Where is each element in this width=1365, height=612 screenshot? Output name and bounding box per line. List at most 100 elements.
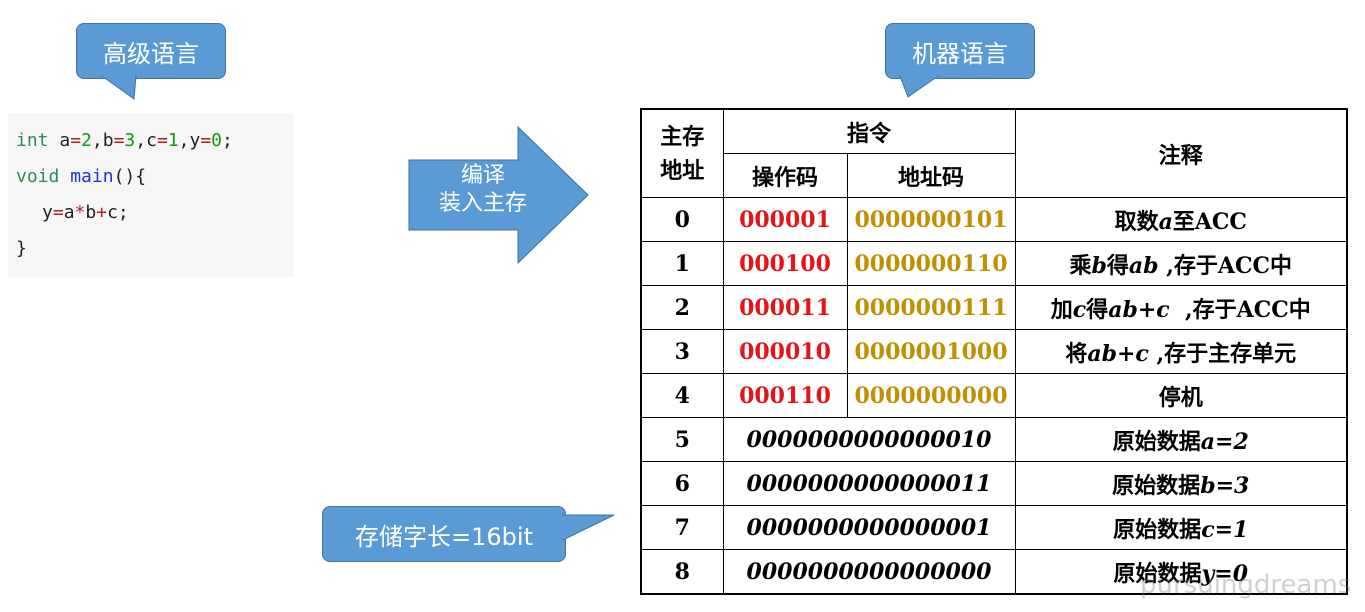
note-cell: 停机 xyxy=(1014,373,1348,418)
high-level-language-callout: 高级语言 xyxy=(76,23,226,79)
note-text: 原始数据 xyxy=(1112,428,1201,455)
header-instruction: 指令 xyxy=(722,108,1016,154)
address-code-cell: 0000000111 xyxy=(846,285,1016,330)
note-text: a=2 xyxy=(1200,428,1249,455)
high-level-language-label: 高级语言 xyxy=(103,39,199,68)
machine-language-label: 机器语言 xyxy=(912,39,1008,68)
code-token: a xyxy=(63,202,75,223)
note-text: y=0 xyxy=(1201,560,1249,587)
machine-language-callout: 机器语言 xyxy=(885,23,1035,79)
table-subheader-row: 操作码 地址码 xyxy=(641,153,1347,198)
note-text: c=1 xyxy=(1201,516,1249,543)
opcode-cell: 000110 xyxy=(722,373,848,418)
load-memory-label: 装入主存 xyxy=(438,191,527,216)
code-token: = xyxy=(113,130,125,151)
note-text: a xyxy=(1158,208,1173,235)
code-token: 0 xyxy=(211,130,223,151)
note-text: 得 xyxy=(1106,252,1129,279)
address-cell: 2 xyxy=(640,285,724,330)
note-text: ab xyxy=(1128,252,1159,279)
address-cell: 5 xyxy=(640,417,724,462)
compile-label: 编译 xyxy=(460,163,505,188)
code-token: ; xyxy=(117,202,129,223)
word-length-callout-tail xyxy=(562,514,615,541)
note-text: c xyxy=(1072,296,1087,323)
note-text: ab+c xyxy=(1087,340,1149,367)
note-text: 原始数据 xyxy=(1112,472,1201,499)
code-token: + xyxy=(96,202,108,223)
address-cell: 7 xyxy=(640,505,724,550)
watermark: pursuingdreams xyxy=(1140,570,1352,600)
note-cell: 加c得ab+c ,存于ACC中 xyxy=(1014,285,1348,330)
code-token: void xyxy=(16,166,60,187)
header-note: 注释 xyxy=(1014,108,1348,198)
note-text: b xyxy=(1091,252,1107,279)
note-text: ab+c xyxy=(1108,296,1170,323)
compile-arrow-icon xyxy=(408,126,589,264)
header-address: 主存 地址 xyxy=(640,108,724,198)
note-text: 得 xyxy=(1086,296,1109,323)
machine-callout-tail xyxy=(899,75,940,98)
note-text: 停机 xyxy=(1158,384,1203,411)
code-token: = xyxy=(200,130,212,151)
code-token: ,c xyxy=(135,130,157,151)
note-cell: 乘b得ab ,存于ACC中 xyxy=(1014,241,1348,286)
address-code-cell: 0000000000 xyxy=(846,373,1016,418)
code-token: 2 xyxy=(81,130,92,151)
data-value-cell: 0000000000000011 xyxy=(722,461,1016,506)
table-header-row: 主存 地址 指令 注释 xyxy=(640,108,1348,198)
note-cell: 原始数据c=1 xyxy=(1014,505,1348,550)
address-cell: 6 xyxy=(640,461,724,506)
opcode-cell: 000010 xyxy=(722,329,848,374)
note-cell: 原始数据b=3 xyxy=(1014,461,1348,506)
address-code-cell: 0000001000 xyxy=(846,329,1016,374)
note-text: ,存于主存单元 xyxy=(1148,340,1297,367)
address-code-cell: 0000000110 xyxy=(846,241,1016,286)
opcode-cell: 000100 xyxy=(722,241,848,286)
address-cell: 8 xyxy=(640,549,724,595)
header-address-line2: 地址 xyxy=(660,157,705,184)
note-text: 乘 xyxy=(1069,252,1092,279)
header-opcode: 操作码 xyxy=(722,153,848,198)
header-address-line1: 主存 xyxy=(660,123,705,150)
code-token: = xyxy=(156,130,168,151)
code-line-4: } xyxy=(8,231,294,267)
word-length-label: 存储字长=16bit xyxy=(355,522,533,551)
code-token: ,y xyxy=(178,130,201,151)
note-text: 至ACC xyxy=(1172,208,1247,235)
note-cell: 原始数据a=2 xyxy=(1014,417,1348,462)
code-token: ; xyxy=(222,130,233,151)
source-code-block: int a=2,b=3,c=1,y=0; void main(){ y=a*b+… xyxy=(8,113,294,277)
code-token: } xyxy=(16,238,27,259)
code-line-1: int a=2,b=3,c=1,y=0; xyxy=(8,123,294,159)
address-cell: 1 xyxy=(640,241,724,286)
code-token: * xyxy=(74,202,86,223)
opcode-cell: 000001 xyxy=(722,197,848,242)
note-text: ,存于ACC中 xyxy=(1169,296,1311,323)
address-code-cell: 0000000101 xyxy=(846,197,1016,242)
data-value-cell: 0000000000000001 xyxy=(722,505,1016,550)
word-length-callout: 存储字长=16bit xyxy=(322,506,566,562)
opcode-cell: 000011 xyxy=(722,285,848,330)
note-text: 将 xyxy=(1065,340,1088,367)
note-text: 原始数据 xyxy=(1113,516,1202,543)
code-token: int xyxy=(16,130,49,151)
code-token: = xyxy=(70,130,82,151)
code-token: b xyxy=(85,202,97,223)
code-token: 3 xyxy=(124,130,136,151)
note-text: b=3 xyxy=(1200,472,1250,499)
note-cell: 取数a至ACC xyxy=(1014,197,1348,242)
code-token: 1 xyxy=(167,130,179,151)
code-line-3: y=a*b+c; xyxy=(8,195,294,231)
data-value-cell: 0000000000000000 xyxy=(722,549,1016,595)
high-level-callout-tail xyxy=(100,75,137,100)
